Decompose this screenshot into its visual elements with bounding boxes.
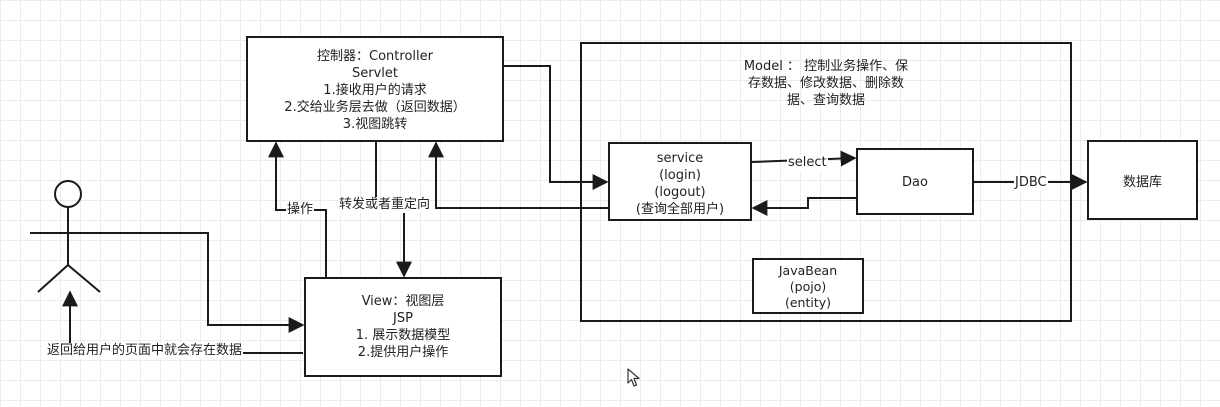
service-line-2: (login) [659, 168, 701, 183]
arrow-service-to-controller [428, 141, 608, 209]
controller-box: 控制器：Controller Servlet 1.接收用户的请求 2.交给业务层… [246, 36, 504, 142]
mouse-cursor-icon [627, 368, 640, 387]
service-line-4: (查询全部用户) [635, 202, 725, 217]
select-label: select [787, 155, 828, 171]
arrow-user-to-view [110, 232, 305, 333]
operation-label: 操作 [286, 202, 315, 218]
jdbc-label: JDBC [1014, 175, 1048, 191]
database-label: 数据库 [1122, 175, 1162, 190]
forward-redirect-label: 转发或者重定向 [338, 197, 432, 213]
controller-line-2: Servlet [352, 66, 398, 81]
service-box: service (login) (logout) (查询全部用户) [608, 142, 752, 221]
controller-line-3: 1.接收用户的请求 [323, 83, 427, 98]
model-line-2: 存数据、修改数据、删除数 [747, 76, 904, 91]
view-line-2: JSP [393, 311, 413, 326]
model-box: Model ： 控制业务操作、保 存数据、修改数据、删除数 据、查询数据 [580, 42, 1072, 322]
model-description: Model ： 控制业务操作、保 存数据、修改数据、删除数 据、查询数据 [582, 58, 1070, 109]
view-line-4: 2.提供用户操作 [357, 345, 449, 360]
view-line-1: View：视图层 [361, 294, 445, 309]
return-note-label: 返回给用户的页面中就会存在数据 [46, 343, 244, 359]
view-line-3: 1. 展示数据模型 [355, 328, 451, 343]
controller-line-5: 3.视图跳转 [342, 117, 408, 132]
arrow-dao-to-service [751, 197, 856, 216]
dao-box: Dao [856, 148, 974, 215]
dao-label: Dao [902, 175, 928, 190]
service-line-1: service [656, 151, 704, 166]
javabean-box: JavaBean (pojo) (entity) [752, 258, 864, 314]
service-line-3: (logout) [654, 185, 706, 200]
database-box: 数据库 [1087, 140, 1198, 220]
javabean-line-3: (entity) [784, 295, 832, 310]
controller-line-1: 控制器：Controller [317, 49, 433, 64]
arrow-controller-to-service [504, 65, 609, 190]
model-line-1: Model ： 控制业务操作、保 [743, 59, 909, 74]
javabean-line-2: (pojo) [789, 279, 827, 294]
controller-line-4: 2.交给业务层去做（返回数据） [284, 100, 466, 115]
javabean-line-1: JavaBean [778, 263, 838, 278]
view-box: View：视图层 JSP 1. 展示数据模型 2.提供用户操作 [304, 277, 502, 377]
user-stick-figure [30, 180, 110, 293]
model-line-3: 据、查询数据 [786, 93, 865, 108]
